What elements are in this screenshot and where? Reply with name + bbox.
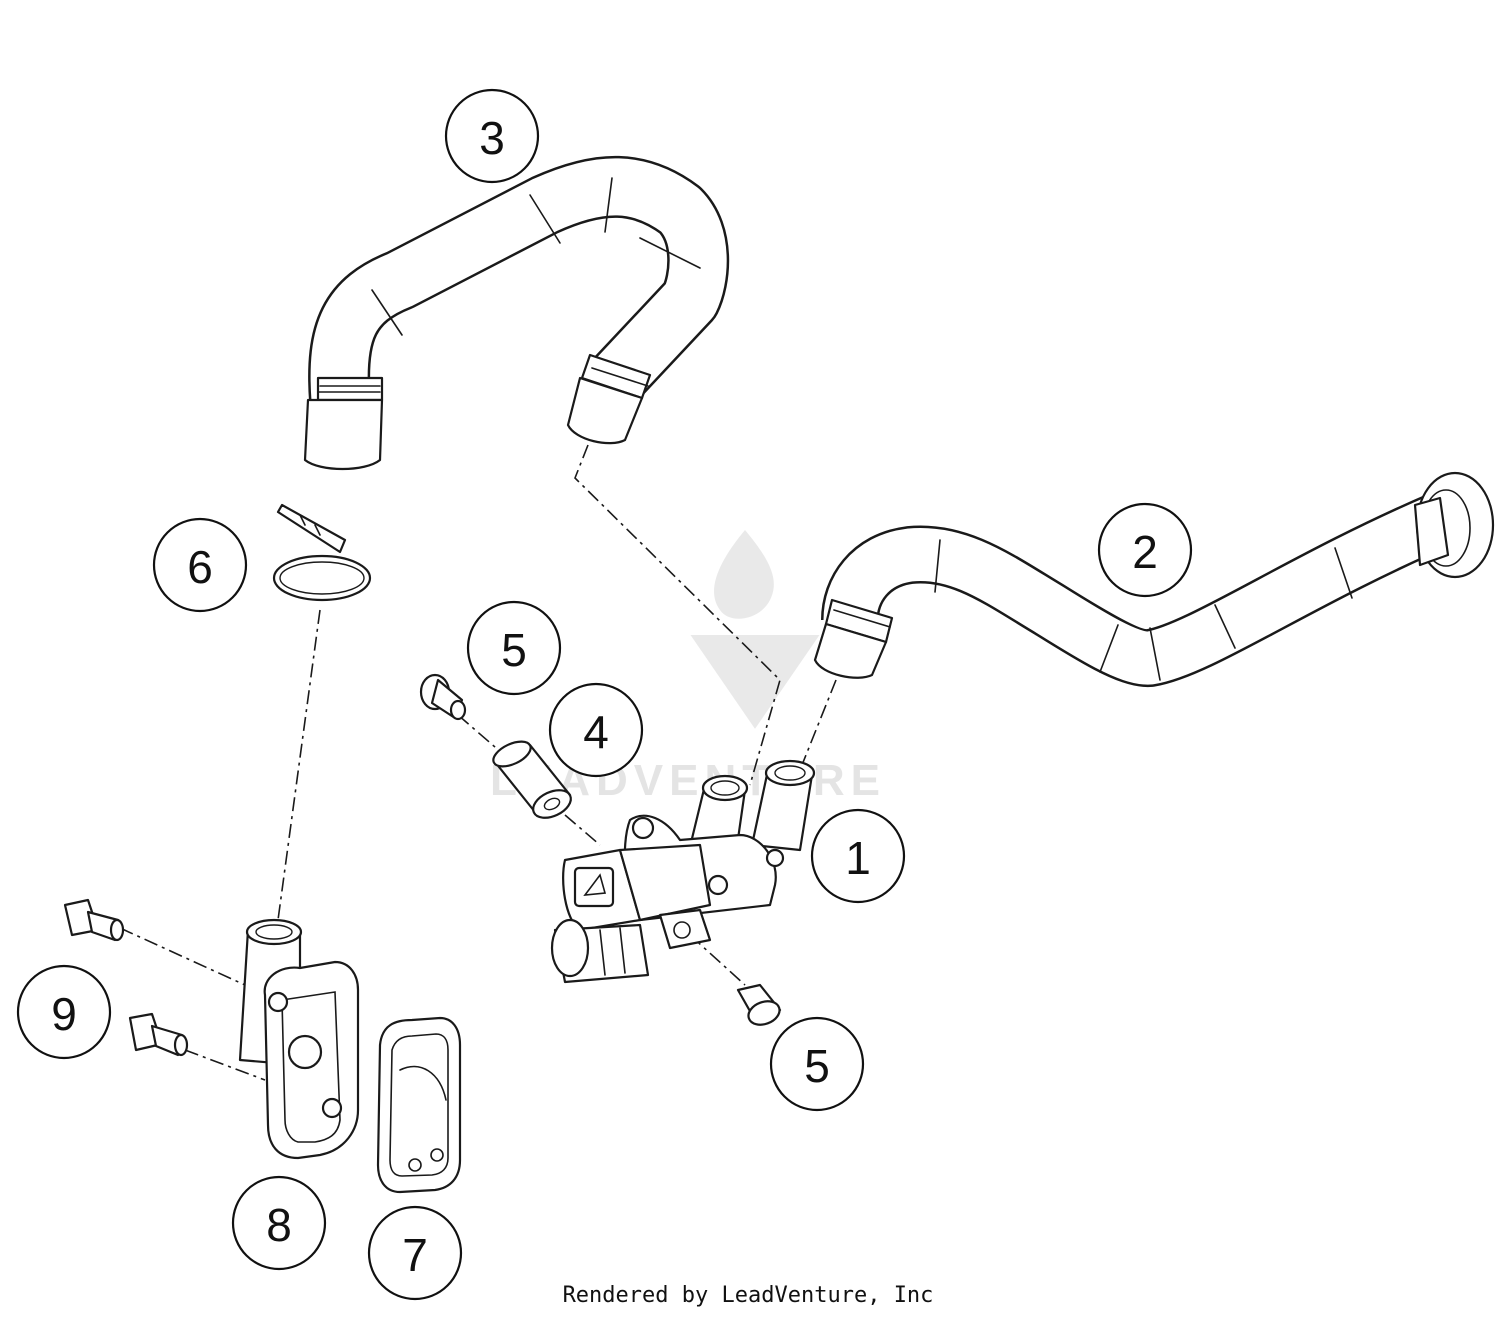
callout-1: 1: [810, 808, 906, 904]
callout-label: 1: [845, 832, 871, 884]
callout-label: 8: [266, 1199, 292, 1251]
callout-label: 2: [1132, 526, 1158, 578]
callout-label: 4: [583, 706, 609, 758]
callout-6: 6: [152, 517, 248, 613]
callout-9: 9: [16, 964, 112, 1060]
screw-5-lower: [736, 983, 782, 1026]
screw-5-upper: [419, 673, 467, 721]
bolt-9-lower: [128, 1012, 189, 1057]
clamp-6: [272, 503, 372, 602]
housing-8: [238, 918, 360, 1160]
callout-3: 3: [444, 88, 540, 184]
callout-label: 5: [501, 624, 527, 676]
callout-7: 7: [367, 1205, 463, 1301]
callout-label: 5: [804, 1040, 830, 1092]
valve-1: [550, 759, 816, 984]
spacer-4: [492, 740, 572, 819]
callout-label: 3: [479, 112, 505, 164]
bolt-9-upper: [63, 898, 125, 942]
callout-label: 9: [51, 988, 77, 1040]
hose-2: [813, 471, 1495, 688]
callout-label: 7: [402, 1229, 428, 1281]
callout-2: 2: [1097, 502, 1193, 598]
callout-5-upper: 5: [466, 600, 562, 696]
callout-4: 4: [548, 682, 644, 778]
callout-5-lower: 5: [769, 1016, 865, 1112]
render-credit-text: Rendered by LeadVenture, Inc: [563, 1283, 934, 1308]
callout-label: 6: [187, 541, 213, 593]
gasket-7: [376, 1016, 462, 1194]
callout-8: 8: [231, 1175, 327, 1271]
hose-3: [303, 155, 730, 471]
